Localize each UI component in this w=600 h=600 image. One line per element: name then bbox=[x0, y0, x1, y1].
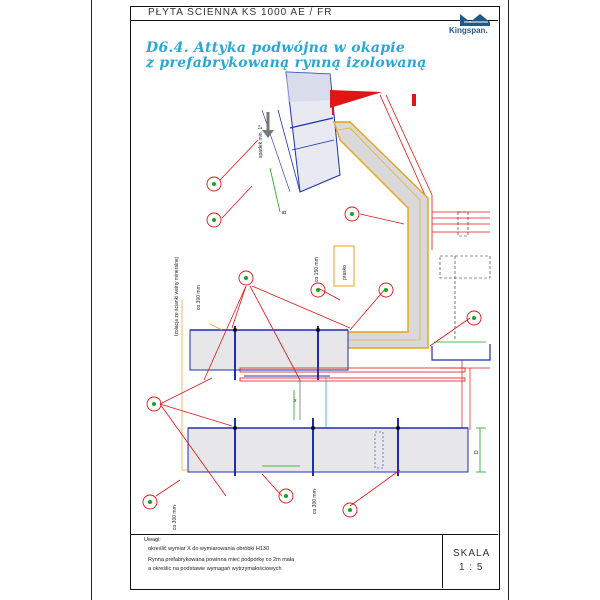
header-title: PŁYTA ŚCIENNA KS 1000 AE / FR bbox=[148, 7, 333, 18]
red-flashing bbox=[330, 90, 433, 250]
upper-wall-panel bbox=[189, 326, 349, 380]
min150-label: co 150 mm bbox=[314, 257, 320, 282]
slope-arrow-icon bbox=[262, 112, 274, 138]
dim-b-label: B bbox=[282, 210, 288, 214]
dashed-connector bbox=[439, 211, 491, 340]
note-line-2: Rynna prefabrykowana powinna mieć podpór… bbox=[148, 557, 295, 563]
header-divider bbox=[130, 20, 498, 21]
x-mark-label: x bbox=[294, 398, 297, 404]
connection-strips bbox=[239, 367, 466, 428]
insulation-label: Izolacja ze ścianki wełny mineralnej bbox=[174, 257, 180, 336]
dim-d-label: D bbox=[474, 450, 480, 454]
drawing-title-line-2: z prefabrykowaną rynną izolowaną bbox=[146, 55, 427, 71]
note-line-1: określić wymiar X do wymiarowania obróbk… bbox=[148, 546, 270, 552]
gutter-profile bbox=[431, 344, 491, 361]
box-label: prasko bbox=[342, 265, 348, 280]
scale-value: 1 : 5 bbox=[459, 562, 484, 573]
notes-heading: Uwagi: bbox=[144, 537, 161, 543]
callout-fill bbox=[148, 182, 476, 512]
leader-lines bbox=[155, 139, 471, 507]
scale-label: SKALA bbox=[453, 548, 491, 559]
right-wall-structure bbox=[432, 211, 490, 430]
note-line-3: a określic na podstawie wymagań wytrzyma… bbox=[148, 566, 282, 572]
logo-text: Kingspan. bbox=[449, 26, 488, 35]
lower-wall-panel bbox=[187, 418, 469, 476]
callout-markers bbox=[142, 176, 482, 518]
dimension-lines bbox=[262, 167, 486, 473]
drawing-sheet bbox=[91, 0, 509, 600]
label-box bbox=[333, 245, 355, 287]
spacing-label-b: co 300 mm bbox=[172, 505, 178, 530]
spacing-label-c: co 300 mm bbox=[312, 489, 318, 514]
kingspan-logo-icon bbox=[460, 14, 490, 26]
drawing-frame bbox=[130, 6, 500, 590]
drawing-title-line-1: D6.4. Attyka podwójna w okapie bbox=[146, 40, 406, 56]
spacing-label-a: co 300 mm bbox=[196, 285, 202, 310]
scale-panel bbox=[442, 534, 499, 588]
notes-panel bbox=[130, 534, 498, 589]
insulation-outline bbox=[181, 300, 190, 471]
slope-label: spadek min. 1° bbox=[258, 125, 264, 158]
roof-panel bbox=[261, 71, 341, 193]
